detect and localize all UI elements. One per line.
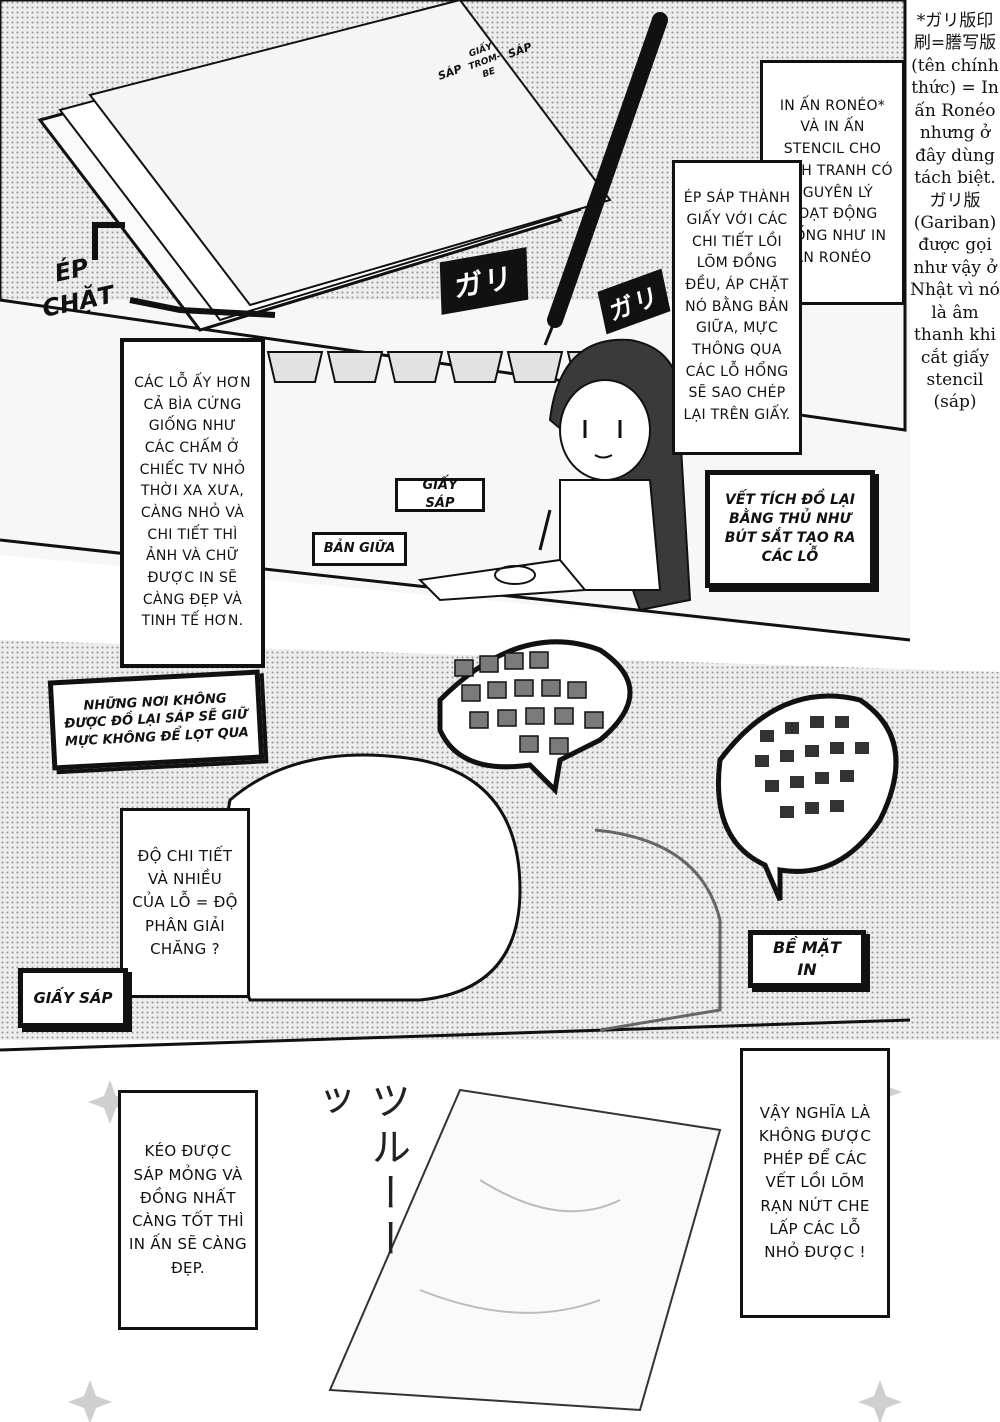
label-wax-paper-top: GIẤY SÁP — [395, 478, 485, 512]
label-middle-plate: BẢN GIỮA — [312, 532, 407, 566]
caption-cracks: VẬY NGHĨA LÀ KHÔNG ĐƯỢC PHÉP ĐỂ CÁC VẾT … — [740, 1048, 890, 1318]
print-surface-outline — [594, 828, 722, 1032]
caption-resolution: ĐỘ CHI TIẾT VÀ NHIỀU CỦA LỖ = ĐỘ PHÂN GI… — [120, 808, 250, 998]
stylus-pen-drawing — [543, 12, 668, 346]
label-wax-paper-bottom: GIẤY SÁP — [18, 968, 128, 1028]
label-not-traced: NHỮNG NƠI KHÔNG ĐƯỢC ĐỒ LẠI SÁP SẼ GIỮ M… — [47, 669, 265, 771]
magnify-bubble-right — [715, 693, 899, 901]
caption-holes: CÁC LỖ ẤY HƠN CẢ BÌA CỨNG GIỐNG NHƯ CÁC … — [120, 338, 265, 668]
caption-thin-wax: KÉO ĐƯỢC SÁP MỎNG VÀ ĐỒNG NHẤT CÀNG TỐT … — [118, 1090, 258, 1330]
label-trace-stylus: VẾT TÍCH ĐỒ LẠI BẰNG THỦ NHƯ BÚT SẮT TẠO… — [705, 470, 875, 588]
stacked-sheets-drawing — [37, 0, 612, 332]
grid-dots-right — [755, 716, 869, 818]
label-print-surface: BỀ MẶT IN — [748, 930, 866, 988]
sheet-highlights — [419, 1179, 621, 1314]
wax-sheet-drawing — [328, 1088, 722, 1412]
stencil-teeth-pattern — [206, 351, 624, 383]
panel-1-border — [0, 0, 907, 432]
caption-press-wax: ÉP SÁP THÀNH GIẤY VỚI CÁC CHI TIẾT LỒI L… — [672, 160, 802, 455]
press-arrow-top — [92, 222, 125, 260]
press-arrow-bottom — [129, 297, 276, 318]
grid-holes-left — [454, 651, 604, 755]
sfx-slide: ツルーーッ — [306, 1080, 410, 1264]
stencil-circle-shape — [221, 753, 522, 1002]
panel-3-divider — [0, 1018, 911, 1052]
girl-character-drawing — [417, 338, 692, 612]
translator-note: *ガリ版印刷=謄写版 (tên chính thức) = In ấn Roné… — [910, 11, 1000, 413]
